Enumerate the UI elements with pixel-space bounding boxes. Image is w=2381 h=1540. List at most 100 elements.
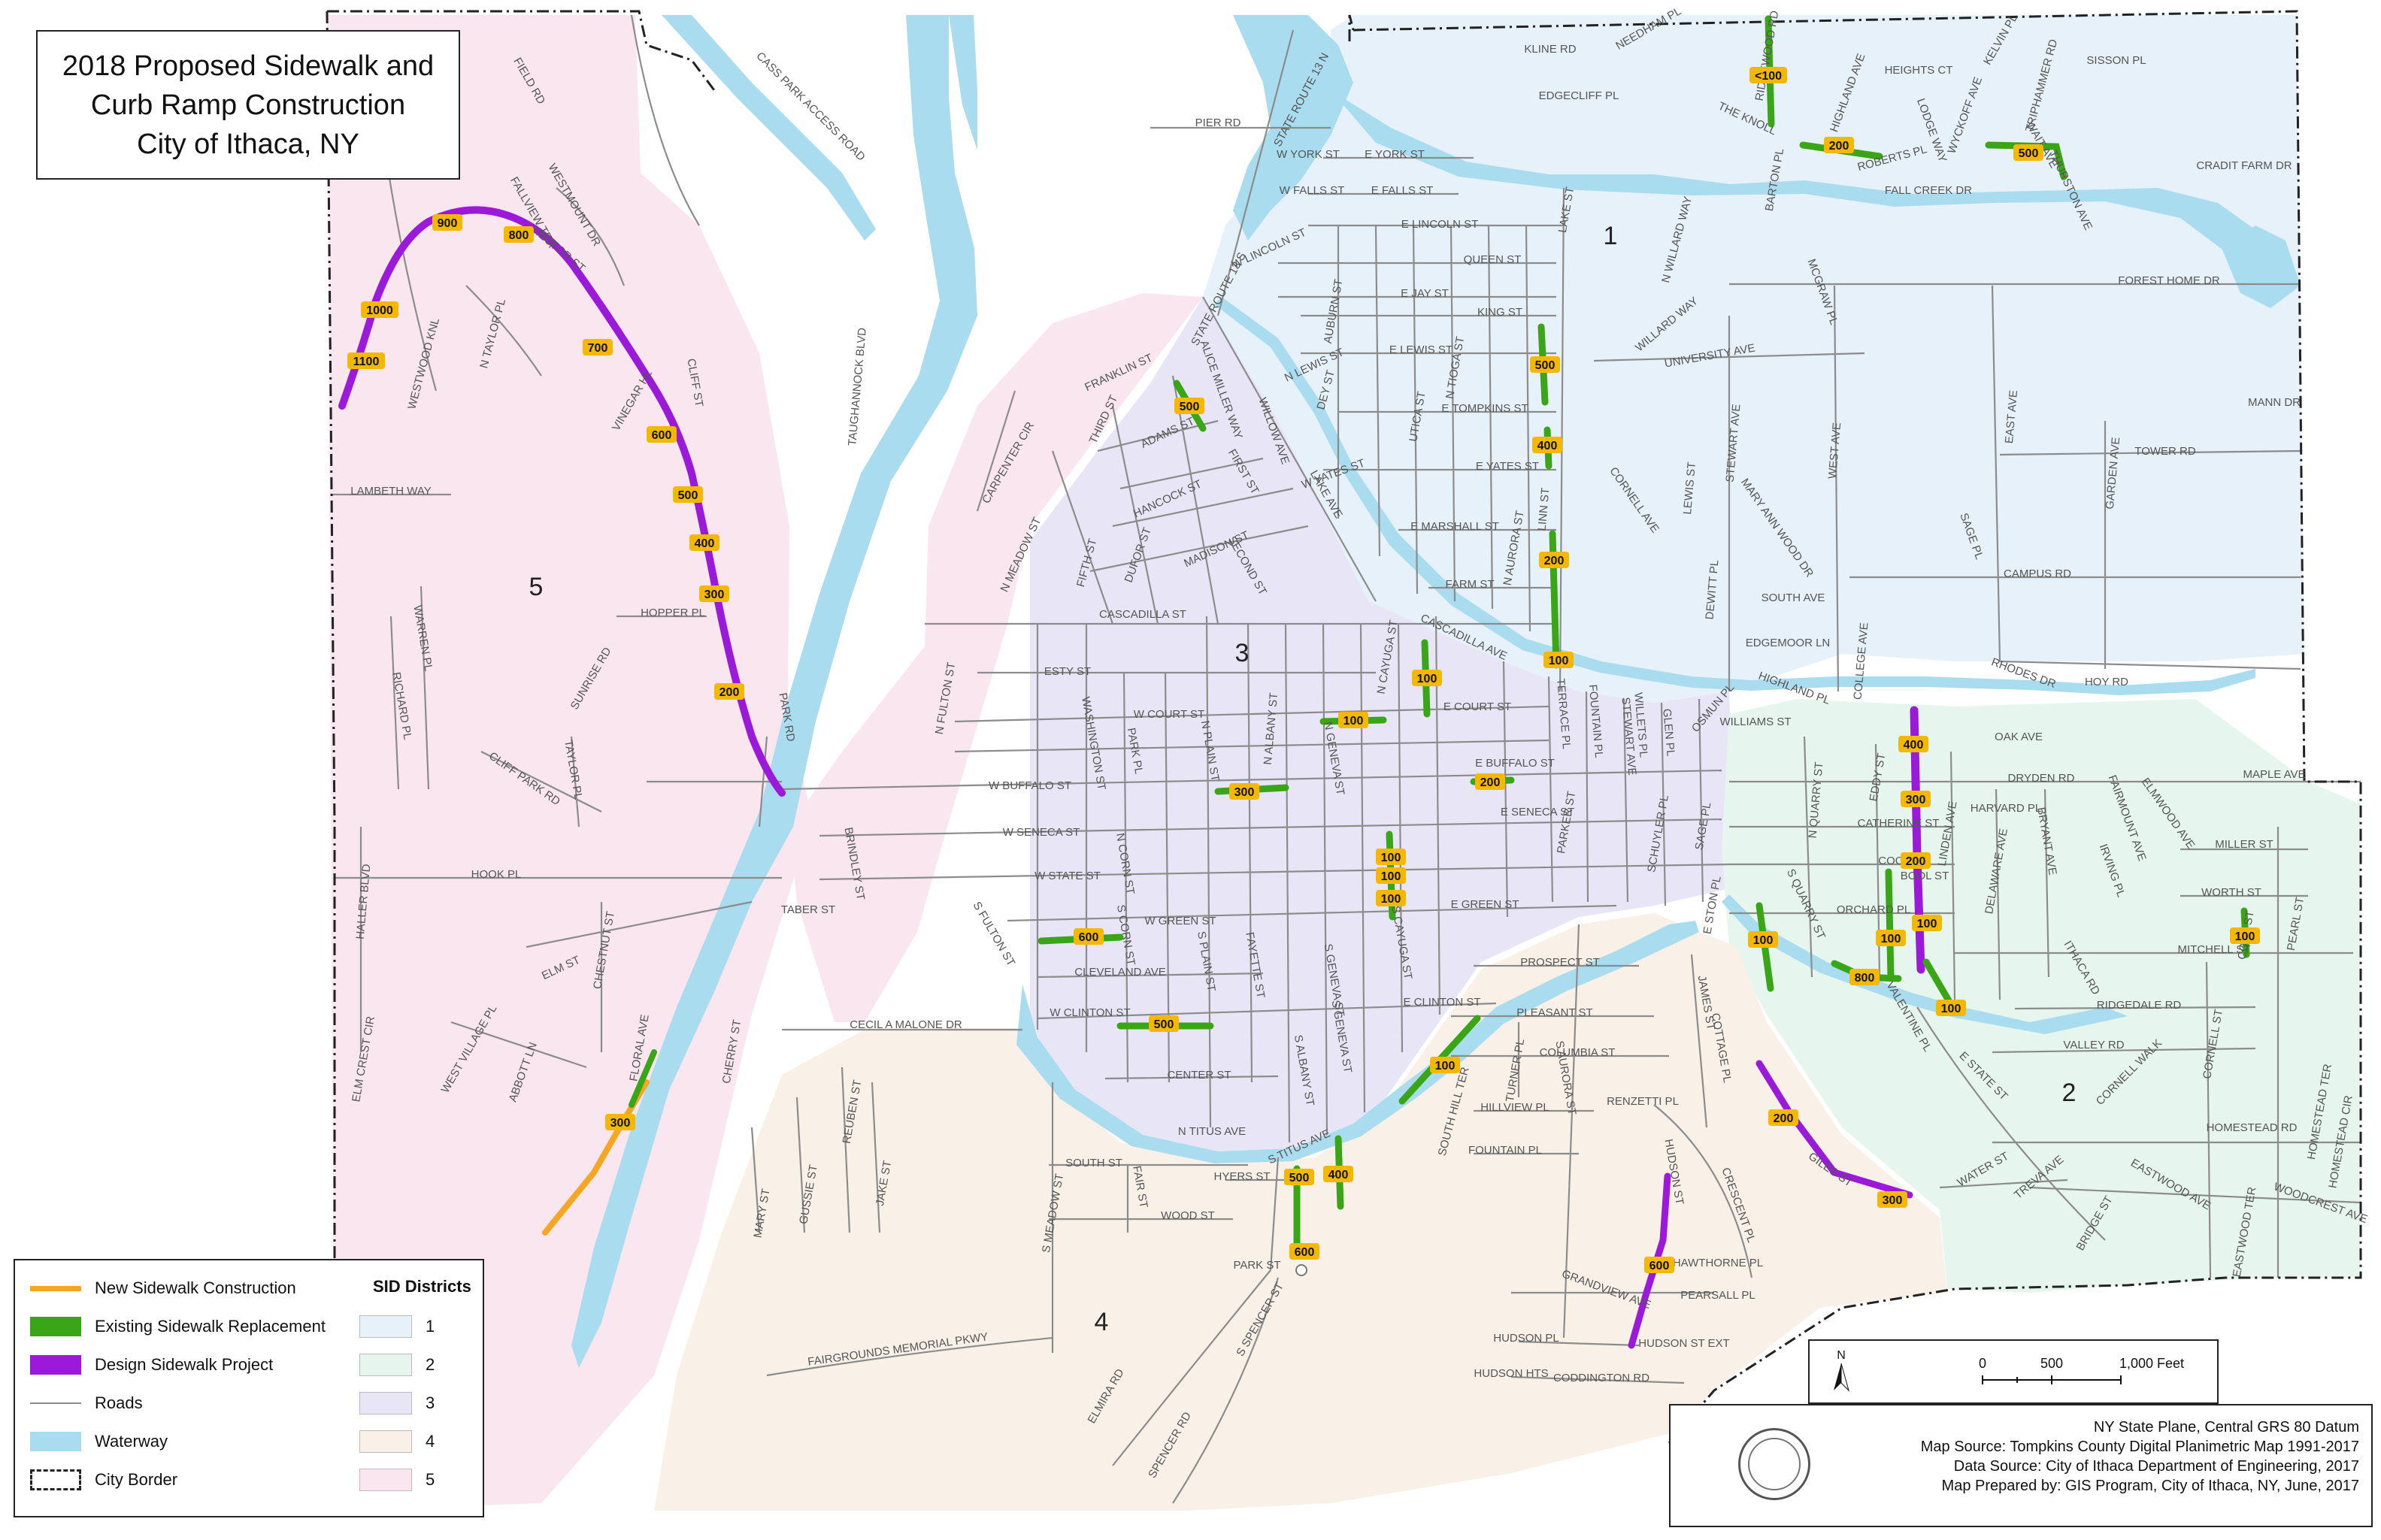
street-label: E SENECA ST <box>1501 806 1574 818</box>
segment-label-text: <100 <box>1755 70 1782 83</box>
street-label: W SENECA ST <box>1003 826 1080 839</box>
segment-label-bg <box>1532 437 1562 453</box>
district-1-swatch <box>359 1315 412 1338</box>
segment-label-bg <box>1338 712 1368 728</box>
segment-label-bg <box>1323 1166 1353 1182</box>
segment-label-text: 100 <box>1381 870 1401 883</box>
segment-label-bg <box>1849 969 1880 985</box>
cayuga-inlet <box>571 15 977 1368</box>
district-number-label: 1 <box>1604 222 1618 250</box>
street-label: HOY RD <box>2085 676 2128 688</box>
district-5-swatch <box>359 1469 412 1491</box>
street-label: LINN ST <box>1536 487 1552 531</box>
segment-label-bg <box>1824 137 1854 153</box>
design-project-swatch <box>30 1355 81 1375</box>
segment-length-label: 700 <box>583 339 613 356</box>
segment-label-text: 400 <box>1328 1169 1349 1181</box>
sid-districts-header: SID Districts <box>373 1277 471 1296</box>
street-label: PEARSALL PL <box>1680 1289 1755 1302</box>
legend-district-label: 4 <box>426 1432 435 1451</box>
segment-label-text: 600 <box>1649 1260 1670 1272</box>
street-label: W BUFFALO ST <box>989 779 1071 792</box>
street-label: WORTH ST <box>2201 886 2261 899</box>
segment-length-label: 100 <box>1912 915 1942 931</box>
district-1-area <box>1203 15 2304 703</box>
waterway-swatch <box>30 1432 81 1451</box>
street-label: LAMBETH WAY <box>350 485 432 498</box>
street-label: CAMPUS RD <box>2004 567 2071 580</box>
scale-bar-box: N 0 500 1,000 Feet <box>1808 1339 2219 1404</box>
segment-label-bg <box>2230 927 2260 944</box>
segment-length-label: 400 <box>1323 1166 1353 1182</box>
segment-label-text: 500 <box>2019 147 2039 160</box>
city-border <box>326 10 2362 1514</box>
segment-length-label: 200 <box>1539 552 1569 568</box>
inlet-branch-west <box>662 15 876 241</box>
map-title-line-3: City of Ithaca, NY <box>137 128 359 160</box>
segment-label-bg <box>1174 398 1204 414</box>
street-label: HOPPER PL <box>641 607 705 619</box>
segment-length-label: 600 <box>1074 928 1104 945</box>
segment-length-label: 100 <box>1376 890 1406 906</box>
street-label: COLUMBIA ST <box>1540 1046 1616 1059</box>
segment-length-label: 900 <box>432 214 462 231</box>
legend-item-roads: Roads <box>30 1390 143 1416</box>
street-label: BOOL ST <box>1901 870 1949 882</box>
segment-label-text: 100 <box>1435 1060 1456 1073</box>
street-label: PARK ST <box>1233 1259 1280 1272</box>
segment-label-text: 600 <box>652 429 672 442</box>
street-label: DRYDEN RD <box>2008 772 2075 785</box>
street-label: N TITUS AVE <box>1178 1125 1246 1138</box>
street-label: WILLIAMS ST <box>1719 716 1791 728</box>
six-mile-creek <box>1016 921 1699 1163</box>
street-label: SOUTH AVE <box>1762 591 1825 604</box>
fall-creek <box>1331 90 2293 301</box>
street-label: E YORK ST <box>1365 148 1425 161</box>
street-label: E MARSHALL ST <box>1410 520 1499 533</box>
segment-length-label: 500 <box>673 486 703 503</box>
street-label: HYERS ST <box>1213 1170 1270 1183</box>
street-label: OAK AVE <box>1995 731 2043 743</box>
segment-label-text: 200 <box>1544 555 1565 567</box>
street-label: E TOMPKINS ST <box>1441 402 1528 415</box>
segment-length-label: 500 <box>1174 398 1204 414</box>
district-number-label: 5 <box>529 573 544 601</box>
street-label: EAST AVE <box>2003 389 2020 443</box>
design-sidewalk-hector-cliff-st <box>338 206 786 797</box>
legend: SID Districts New Sidewalk Construction … <box>14 1259 484 1517</box>
street-label: PLEASANT ST <box>1516 1006 1592 1019</box>
segment-length-label: 100 <box>1376 849 1406 865</box>
district-5-area <box>327 15 812 1511</box>
segment-length-label: 100 <box>1430 1057 1460 1073</box>
map-title-line-1: 2018 Proposed Sidewalk and <box>62 50 435 82</box>
segment-label-bg <box>1229 783 1259 800</box>
district-2-swatch <box>359 1354 412 1376</box>
street-label: SOUTH ST <box>1065 1157 1122 1169</box>
segment-label-text: 500 <box>1535 359 1556 372</box>
segment-length-label: 100 <box>1748 931 1778 948</box>
segment-length-label: 800 <box>1849 969 1880 985</box>
street-label: HILLVIEW PL <box>1480 1101 1549 1114</box>
street-label: W CLINTON ST <box>1050 1006 1130 1019</box>
city-seal-inner <box>1748 1438 1801 1490</box>
legend-district-label: 1 <box>426 1317 435 1336</box>
segment-length-label: 600 <box>647 426 677 443</box>
street-label: CODDINGTON RD <box>1553 1372 1649 1384</box>
district-5-east-area <box>789 293 1203 1022</box>
street-label: SISSON PL <box>2086 54 2146 67</box>
map-source-box: NY State Plane, Central GRS 80 Datum Map… <box>1669 1404 2373 1527</box>
segment-label-text: 100 <box>1881 933 1901 945</box>
six-mile-east-creek <box>1722 894 2128 1034</box>
segment-length-label: 500 <box>1149 1015 1179 1032</box>
street-label: LEWIS ST <box>1681 461 1698 515</box>
map-title-box: 2018 Proposed Sidewalk and Curb Ramp Con… <box>36 30 460 180</box>
segment-length-label: 500 <box>1530 356 1560 373</box>
street-label: E GREEN ST <box>1451 898 1519 911</box>
segment-label-bg <box>504 226 534 243</box>
north-arrow-half-icon <box>1840 1363 1849 1392</box>
segment-label-text: 100 <box>1941 1003 1961 1015</box>
segment-length-label: <100 <box>1749 67 1787 83</box>
north-label: N <box>1837 1349 1846 1362</box>
